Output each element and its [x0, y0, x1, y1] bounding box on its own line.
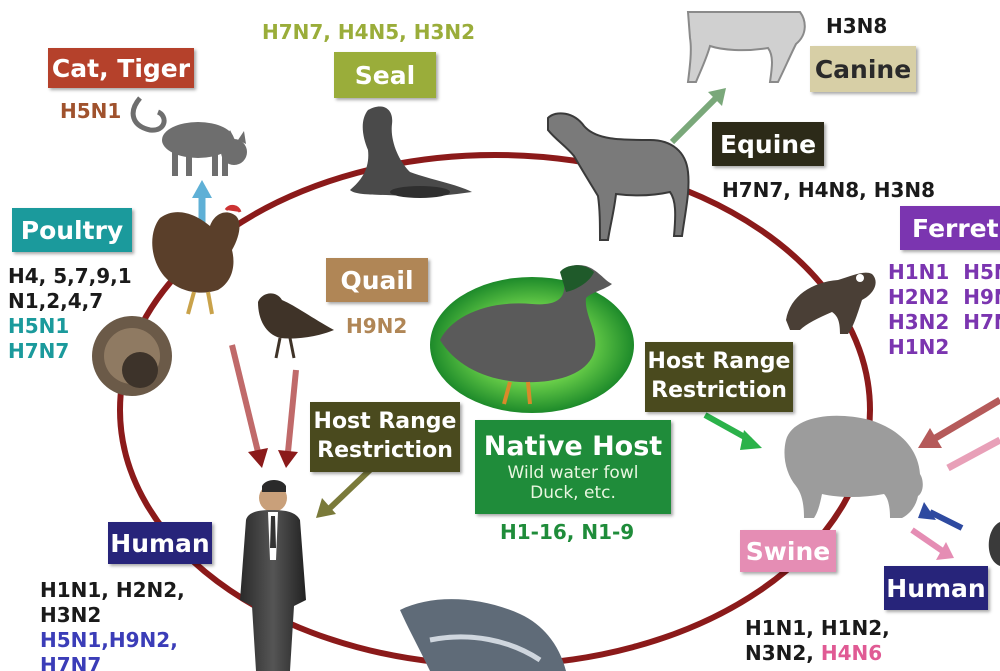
native-host-line: Duck, etc. — [530, 485, 616, 502]
seal-label: Seal — [334, 52, 436, 98]
host-range-restriction-right: Host Range Restriction — [645, 342, 793, 412]
poultry-highlight-row: H7N7 — [8, 339, 132, 364]
host-range-line: Restriction — [317, 437, 453, 466]
human-subtype-row: H1N1, H2N2, — [40, 578, 185, 603]
ferret-subtype-row: H1N1 H5N — [888, 260, 1000, 285]
horse-to-dog-arrow — [672, 98, 716, 142]
offscreen-human-icon — [989, 522, 1000, 566]
ferret-subtypes: H1N1 H5N H2N2 H9N H3N2 H7N H1N2 — [888, 260, 1000, 360]
human-subtype-row: H3N2 — [40, 603, 185, 628]
swine-label: Swine — [740, 530, 836, 572]
swine-to-human-arrow — [912, 530, 944, 552]
incoming-swine-arrow-1 — [932, 400, 1000, 440]
horse-icon — [548, 113, 689, 240]
native-host-title: Native Host — [484, 433, 662, 460]
seal-icon — [350, 106, 472, 198]
pig-icon — [784, 416, 922, 518]
host-range-restriction-left: Host Range Restriction — [310, 402, 460, 472]
host-range-line: Host Range — [314, 408, 457, 437]
swine-highlight: H4N6 — [821, 641, 882, 665]
human-to-swine-arrow — [930, 512, 962, 528]
quail-subtypes: H9N2 — [346, 314, 407, 339]
swine-subtypes: H1N1, H1N2, N3N2, H4N6 — [745, 616, 890, 666]
ferret-subtype-row: H3N2 H7N — [888, 310, 1000, 335]
cat-tiger-label: Cat, Tiger — [48, 48, 194, 88]
human-left-subtypes: H1N1, H2N2, H3N2 H5N1,H9N2, H7N7 — [40, 578, 185, 671]
poultry-subtype-row: N1,2,4,7 — [8, 289, 132, 314]
native-host-line: Wild water fowl — [508, 465, 639, 482]
cat-icon — [133, 98, 247, 176]
human-right-label: Human — [884, 566, 988, 610]
swine-subtype-row: N3N2, H4N6 — [745, 641, 890, 666]
poultry-subtype-row: H4, 5,7,9,1 — [8, 264, 132, 289]
poultry-highlight-row: H5N1 — [8, 314, 132, 339]
incoming-swine-arrow-2 — [948, 440, 1000, 468]
native-host-label: Native Host Wild water fowl Duck, etc. — [475, 420, 671, 514]
seal-subtypes: H7N7, H4N5, H3N2 — [262, 20, 475, 45]
human-left-label: Human — [108, 522, 212, 564]
cat-tiger-subtypes: H5N1 — [60, 99, 121, 124]
poultry-label: Poultry — [12, 208, 132, 252]
ferret-icon — [786, 273, 876, 334]
poultry-to-human-arrow — [232, 345, 258, 452]
native-host-subtypes: H1-16, N1-9 — [500, 520, 634, 545]
quail-to-human-arrow — [288, 370, 296, 452]
swine-subtype-text: N3N2, — [745, 641, 821, 665]
restriction-left-arrow — [330, 468, 372, 508]
ferret-subtype-row: H2N2 H9N — [888, 285, 1000, 310]
whale-icon — [400, 599, 566, 671]
host-range-line: Host Range — [648, 348, 791, 377]
ferret-subtype-row: H1N2 — [888, 335, 1000, 360]
human-highlight-row: H7N7 — [40, 653, 185, 671]
quail-icon — [258, 293, 334, 358]
canine-subtypes: H3N8 — [826, 14, 887, 39]
chicken-icon — [152, 206, 240, 314]
human-highlight-row: H5N1,H9N2, — [40, 628, 185, 653]
quail-label: Quail — [326, 258, 428, 302]
dog-icon — [688, 12, 805, 82]
ferret-label: Ferret — [900, 206, 1000, 250]
swine-subtype-row: H1N1, H1N2, — [745, 616, 890, 641]
poultry-subtypes: H4, 5,7,9,1 N1,2,4,7 H5N1 H7N7 — [8, 264, 132, 364]
equine-label: Equine — [712, 122, 824, 166]
host-range-line: Restriction — [651, 377, 787, 406]
canine-label: Canine — [810, 46, 916, 92]
businessman-icon — [240, 480, 306, 671]
equine-subtypes: H7N7, H4N8, H3N8 — [722, 178, 935, 203]
